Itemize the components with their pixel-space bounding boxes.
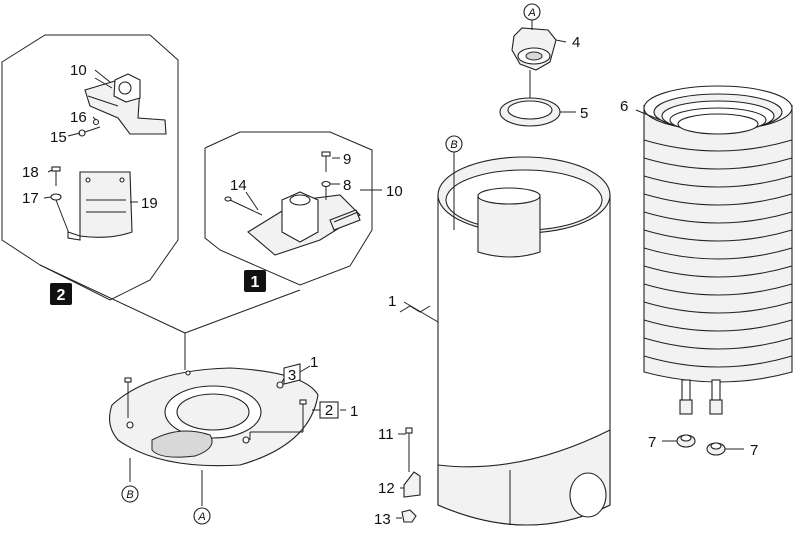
callout-9: 9 xyxy=(343,151,351,168)
storage-tank-part-1 xyxy=(437,156,611,526)
callout-8: 8 xyxy=(343,177,351,194)
callout-7-right: 7 xyxy=(750,442,758,459)
callout-5: 5 xyxy=(580,105,588,122)
screw-part-11 xyxy=(405,427,413,472)
callout-16: 16 xyxy=(70,109,87,126)
detail-frame-variant-1 xyxy=(204,131,382,286)
callout-7-left: 7 xyxy=(648,434,656,451)
callout-2: 2 xyxy=(325,402,333,419)
marker-a-top-label: A xyxy=(527,7,535,19)
callout-1-plate-b: 1 xyxy=(350,403,358,420)
marker-a-bottom: A xyxy=(193,507,211,525)
callout-box-2: 2 xyxy=(319,401,339,419)
sealing-ring-part-5 xyxy=(499,70,561,127)
base-plate-part-3 xyxy=(109,367,319,467)
marker-a-bottom-label: A xyxy=(197,511,205,523)
callout-box-3: 3 xyxy=(283,363,301,385)
anode-cap-part-4 xyxy=(511,20,557,71)
mounting-plate-part-19 xyxy=(67,171,133,241)
marker-b-plate-label: B xyxy=(126,489,133,501)
callout-1-plate-a: 1 xyxy=(310,354,318,371)
callout-12: 12 xyxy=(378,480,395,497)
screw-part-15 xyxy=(78,126,101,137)
callout-14: 14 xyxy=(230,177,247,194)
callout-10-right: 10 xyxy=(386,183,403,200)
screw-part-2 xyxy=(299,399,307,432)
washer-part-8 xyxy=(321,180,331,200)
callout-13: 13 xyxy=(374,511,391,528)
nut-part-7-right xyxy=(706,442,726,456)
heater-bracket-part-10 xyxy=(84,73,167,135)
callout-18: 18 xyxy=(22,164,39,181)
nut-part-7-left xyxy=(676,434,696,448)
marker-b-tank-label: B xyxy=(450,139,457,151)
clip-part-12 xyxy=(403,471,421,498)
marker-b-tank: B xyxy=(445,135,463,153)
variant-2-label: 2 xyxy=(57,287,66,304)
heater-bracket-part-10-variant-1 xyxy=(247,191,361,256)
callout-17: 17 xyxy=(22,190,39,207)
detail-frame-variant-2 xyxy=(1,34,301,370)
screw-plate-left xyxy=(124,377,132,418)
washer-part-16 xyxy=(92,118,100,126)
callout-3: 3 xyxy=(288,367,296,384)
screw-part-14 xyxy=(224,196,263,216)
callout-19: 19 xyxy=(141,195,158,212)
tank-leader-line xyxy=(399,301,439,323)
variant-1-badge: 1 xyxy=(244,270,266,292)
callout-11: 11 xyxy=(378,426,394,443)
marker-b-plate: B xyxy=(121,485,139,503)
callout-4: 4 xyxy=(572,34,580,51)
callout-10-upper: 10 xyxy=(70,62,87,79)
callout-6: 6 xyxy=(620,98,628,115)
washer-part-17 xyxy=(50,193,71,237)
screw-part-18 xyxy=(51,166,61,186)
marker-a-top: A xyxy=(523,3,541,21)
callout-15: 15 xyxy=(50,129,67,146)
variant-1-label: 1 xyxy=(251,274,260,291)
coil-connection-pipes xyxy=(679,379,723,415)
screw-part-9 xyxy=(321,151,331,172)
heat-exchanger-coil-part-6 xyxy=(643,85,793,383)
callout-1-tank: 1 xyxy=(388,293,396,310)
nut-part-13 xyxy=(401,509,417,523)
variant-2-badge: 2 xyxy=(50,283,72,305)
